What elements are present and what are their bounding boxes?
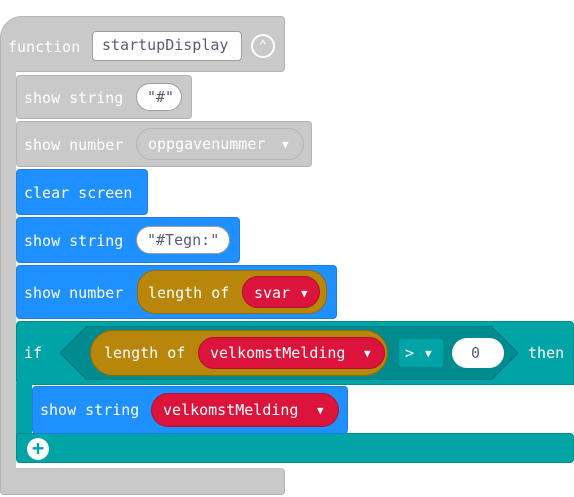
variable-dropdown[interactable]	[242, 276, 320, 308]
variable-dropdown[interactable]	[151, 393, 339, 427]
show-string-label: show string	[24, 89, 124, 107]
number-value: 0	[471, 344, 481, 362]
variable-name: oppgavenummer	[148, 135, 266, 153]
show-string-label: show string	[24, 232, 124, 250]
function-name-field[interactable]: startupDisplay	[92, 31, 242, 61]
if-block-footer	[16, 433, 574, 463]
variable-name: velkomstMelding	[210, 344, 346, 362]
string-value: "#"	[147, 88, 175, 106]
chevron-down-icon[interactable]: ▼	[425, 347, 432, 360]
show-number-label: show number	[24, 284, 124, 302]
number-input[interactable]	[452, 338, 504, 368]
variable-dropdown[interactable]	[198, 337, 385, 369]
collapse-icon[interactable]: ⌃	[251, 34, 275, 58]
clear-screen-label: clear screen	[24, 184, 133, 202]
chevron-down-icon[interactable]: ▼	[282, 138, 289, 151]
if-keyword: if	[24, 344, 43, 362]
string-input[interactable]	[136, 83, 182, 111]
string-value: "#Tegn:"	[147, 231, 220, 249]
function-keyword: function	[8, 38, 81, 56]
chevron-down-icon[interactable]: ▼	[364, 347, 371, 360]
clear-screen-block[interactable]	[16, 169, 148, 215]
variable-name: velkomstMelding	[163, 401, 299, 419]
chevron-down-icon[interactable]: ▼	[301, 287, 308, 300]
variable-name: svar	[254, 284, 291, 302]
then-keyword: then	[528, 344, 565, 362]
function-block-footer	[0, 468, 285, 495]
length-of-label: length of	[148, 284, 230, 302]
function-block-body-edge	[0, 70, 16, 471]
if-block-body-edge	[16, 383, 32, 435]
operator-value: >	[405, 344, 415, 362]
show-string-label: show string	[40, 401, 140, 419]
length-of-label: length of	[104, 344, 186, 362]
plus-circle-icon[interactable]: +	[27, 438, 49, 460]
chevron-down-icon[interactable]: ▼	[317, 404, 324, 417]
show-number-label: show number	[24, 136, 124, 154]
string-input[interactable]	[136, 226, 230, 254]
variable-dropdown[interactable]	[136, 128, 304, 160]
operator-dropdown[interactable]	[398, 338, 444, 368]
